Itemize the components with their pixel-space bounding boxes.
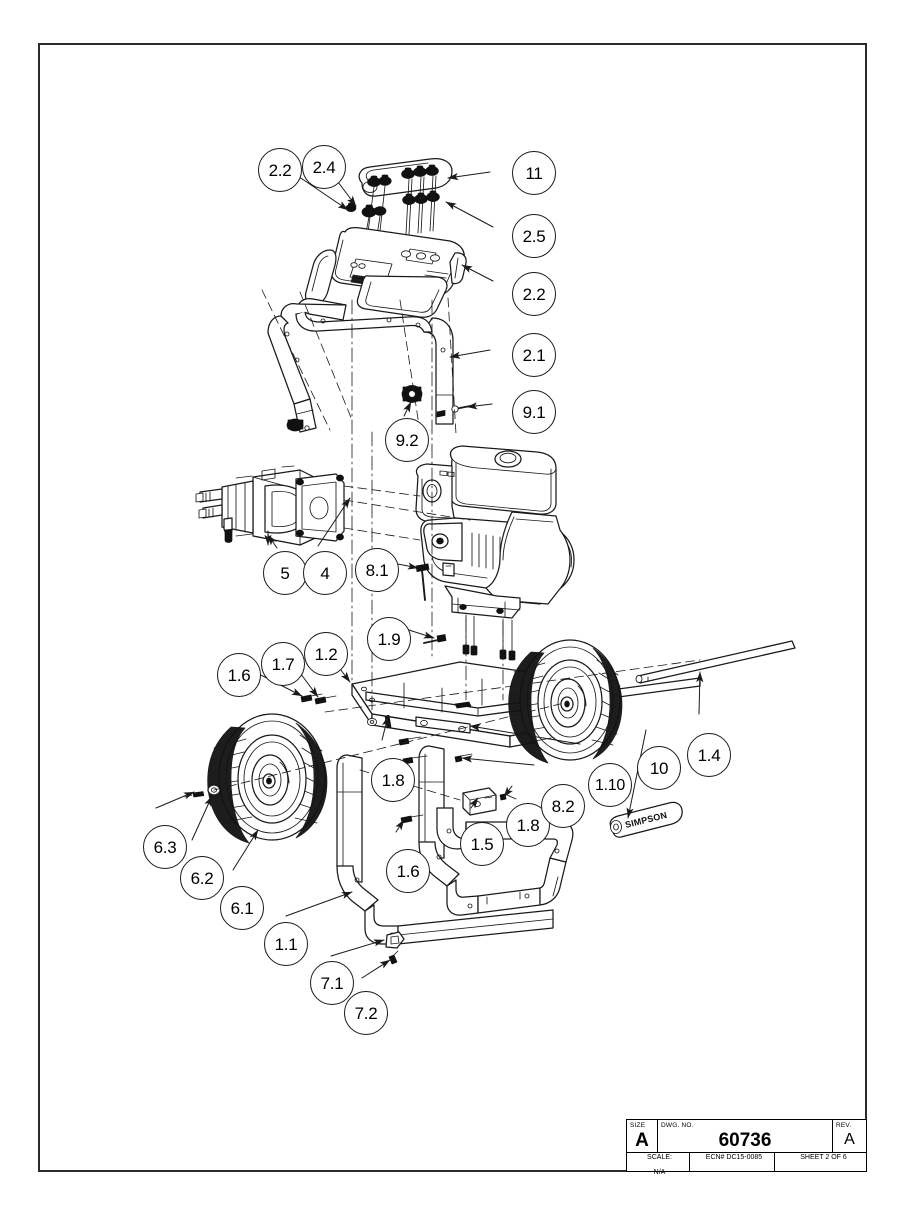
balloon-label: 1.10 <box>595 776 625 794</box>
balloon-callout-1.5[interactable]: 1.5 <box>460 822 504 866</box>
balloon-label: 1.8 <box>516 815 540 835</box>
right-wheel-assembly <box>508 639 623 764</box>
balloon-callout-2.2-right[interactable]: 2.2 <box>512 272 556 316</box>
title-block-size-cell: SIZE A <box>627 1120 657 1152</box>
balloon-label: 5 <box>280 563 290 583</box>
balloon-callout-9.2[interactable]: 9.2 <box>385 418 429 462</box>
balloon-callout-7.1[interactable]: 7.1 <box>310 961 354 1005</box>
balloon-callout-1.10[interactable]: 1.10 <box>588 763 632 807</box>
balloon-callout-1.6-bot[interactable]: 1.6 <box>386 849 430 893</box>
title-block: SIZE A DWG. NO. 60736 REV. A SCALE: N/A … <box>626 1119 867 1176</box>
balloon-label: 7.1 <box>320 973 344 993</box>
balloon-callout-2.5[interactable]: 2.5 <box>512 214 556 258</box>
wheel-hardware <box>184 784 221 798</box>
scale-value: N/A <box>653 1169 666 1176</box>
handle-frame-tubing <box>267 297 471 433</box>
balloon-callout-7.2[interactable]: 7.2 <box>344 991 388 1035</box>
title-block-ecn-cell: ECN# DC15-0085 <box>689 1153 774 1171</box>
balloon-label: 8.1 <box>365 560 389 580</box>
balloon-label: 6.3 <box>153 837 177 857</box>
balloon-callout-9.1[interactable]: 9.1 <box>512 390 556 434</box>
axle-shaft-part <box>635 640 796 684</box>
screw-1-9 <box>423 634 447 644</box>
balloon-callout-6.2[interactable]: 6.2 <box>180 856 224 900</box>
simpson-handle-grip-art: SIMPSON <box>609 801 683 838</box>
balloon-callout-1.4[interactable]: 1.4 <box>687 733 731 777</box>
balloon-label: 1.5 <box>470 834 494 854</box>
title-block-scale-cell: SCALE: N/A <box>627 1153 689 1176</box>
balloon-label: 1.8 <box>381 770 405 790</box>
balloon-label: 1.7 <box>271 654 295 674</box>
balloon-callout-8.2[interactable]: 8.2 <box>541 784 585 828</box>
balloon-label: 1.4 <box>697 745 721 765</box>
balloon-label: 2.2 <box>522 284 546 304</box>
sheet-value: SHEET 2 OF 6 <box>800 1154 847 1161</box>
handle-top-assembly <box>304 157 467 318</box>
construction-lines <box>213 289 701 801</box>
balloon-label: 1.6 <box>227 665 251 685</box>
size-label: SIZE <box>630 1121 646 1129</box>
hose-clip-bracket-part <box>385 931 405 949</box>
balloon-callout-4[interactable]: 4 <box>303 551 347 595</box>
balloon-label: 2.4 <box>312 157 336 177</box>
balloon-callout-2.1[interactable]: 2.1 <box>512 333 556 377</box>
engine-assembly-art <box>415 445 575 619</box>
ecn-value: ECN# DC15-0085 <box>705 1154 763 1161</box>
dwg-no-label: DWG. NO. <box>661 1121 694 1129</box>
title-block-rev-cell: REV. A <box>832 1120 866 1152</box>
lower-frame-assembly <box>336 745 574 965</box>
balloon-label: 6.2 <box>190 868 214 888</box>
rev-value: A <box>844 1130 855 1148</box>
balloon-label: 9.1 <box>522 402 546 422</box>
balloon-callout-8.1[interactable]: 8.1 <box>355 548 399 592</box>
balloon-callout-2.4[interactable]: 2.4 <box>302 145 346 189</box>
balloon-callout-1.2[interactable]: 1.2 <box>304 632 348 676</box>
balloon-callout-10[interactable]: 10 <box>637 746 681 790</box>
left-wheel-assembly <box>207 713 328 844</box>
balloon-label: 7.2 <box>354 1003 378 1023</box>
engine-bolt-8-1 <box>415 563 430 601</box>
balloon-callout-1.6-left[interactable]: 1.6 <box>217 653 261 697</box>
balloon-callout-11[interactable]: 11 <box>512 151 556 195</box>
frame-bracket-part <box>462 787 497 816</box>
balloon-callout-5[interactable]: 5 <box>263 551 307 595</box>
balloon-label: 1.1 <box>274 934 298 954</box>
dwg-no-value: 60736 <box>718 1129 772 1151</box>
pump-assembly-art <box>195 465 345 546</box>
balloon-callout-1.8-mid[interactable]: 1.8 <box>371 758 415 802</box>
balloon-label: 6.1 <box>230 898 254 918</box>
balloon-label: 1.9 <box>377 629 401 649</box>
balloon-callout-1.7[interactable]: 1.7 <box>261 642 305 686</box>
title-block-sheet-cell: SHEET 2 OF 6 <box>774 1153 866 1171</box>
balloon-label: 9.2 <box>395 430 419 450</box>
scale-label: SCALE: <box>647 1154 672 1161</box>
balloon-callout-6.1[interactable]: 6.1 <box>220 886 264 930</box>
balloon-label: 10 <box>649 758 669 778</box>
balloon-label: 2.1 <box>522 345 546 365</box>
balloon-label: 11 <box>525 163 543 183</box>
balloon-callout-1.9[interactable]: 1.9 <box>367 617 411 661</box>
title-block-dwg-cell: DWG. NO. 60736 <box>657 1120 832 1152</box>
balloon-callout-2.2-top[interactable]: 2.2 <box>258 148 302 192</box>
balloon-label: 8.2 <box>551 796 575 816</box>
balloon-callout-1.1[interactable]: 1.1 <box>264 922 308 966</box>
balloon-label: 2.5 <box>522 226 546 246</box>
size-value: A <box>635 1129 649 1151</box>
engine-mount-studs <box>462 614 516 661</box>
balloon-label: 2.2 <box>268 160 292 180</box>
balloon-label: 4 <box>320 563 330 583</box>
balloon-label: 1.6 <box>396 861 420 881</box>
rev-label: REV. <box>836 1121 852 1129</box>
balloon-label: 1.2 <box>314 644 338 664</box>
balloon-callout-6.3[interactable]: 6.3 <box>143 825 187 869</box>
